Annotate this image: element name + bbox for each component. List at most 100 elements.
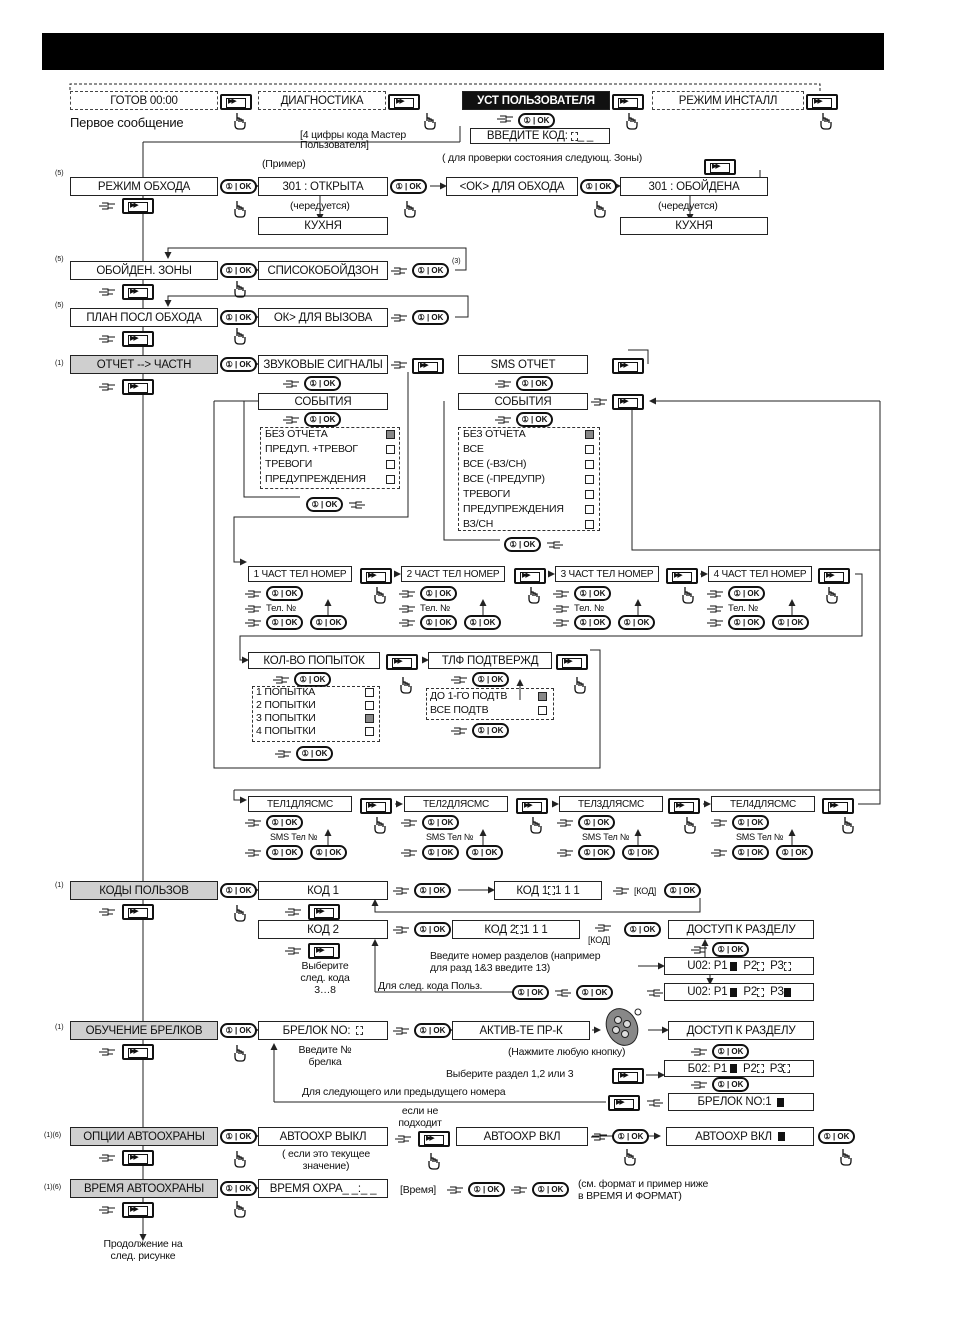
forward-key[interactable]	[666, 568, 698, 584]
ok-key[interactable]: ① | OK	[420, 615, 457, 630]
forward-key[interactable]	[122, 198, 154, 214]
ok-key[interactable]: ① | OK	[512, 985, 549, 1000]
forward-key[interactable]	[122, 379, 154, 395]
ok-key[interactable]: ① | OK	[220, 357, 257, 372]
forward-key[interactable]	[608, 1095, 640, 1111]
forward-key[interactable]	[122, 1044, 154, 1060]
ok-key[interactable]: ① | OK	[728, 586, 765, 601]
ok-key[interactable]: ① | OK	[578, 845, 615, 860]
ok-key[interactable]: ① | OK	[624, 922, 661, 937]
forward-key[interactable]	[122, 904, 154, 920]
arm-time-field[interactable]: ВРЕМЯ ОХРА_ _:_ _	[258, 1179, 388, 1198]
option-selected[interactable]	[365, 714, 374, 723]
ok-key[interactable]: ① | OK	[728, 615, 765, 630]
ok-key[interactable]: ① | OK	[220, 179, 257, 194]
forward-key[interactable]	[612, 94, 644, 110]
ok-key[interactable]: ① | OK	[220, 263, 257, 278]
ok-key[interactable]: ① | OK	[516, 412, 553, 427]
forward-key[interactable]	[360, 568, 392, 584]
forward-key[interactable]	[822, 798, 854, 814]
forward-key[interactable]	[122, 284, 154, 300]
ok-key[interactable]: ① | OK	[732, 845, 769, 860]
forward-key[interactable]	[360, 798, 392, 814]
ok-key[interactable]: ① | OK	[622, 845, 659, 860]
ok-key[interactable]: ① | OK	[618, 615, 655, 630]
forward-key[interactable]	[556, 654, 588, 670]
ok-key[interactable]: ① | OK	[776, 845, 813, 860]
ok-key[interactable]: ① | OK	[516, 376, 553, 391]
forward-key[interactable]	[704, 159, 736, 175]
ok-key[interactable]: ① | OK	[414, 922, 451, 937]
ok-key[interactable]: ① | OK	[412, 263, 449, 278]
option-box[interactable]	[585, 460, 594, 469]
ok-key[interactable]: ① | OK	[580, 179, 617, 194]
ok-key[interactable]: ① | OK	[412, 310, 449, 325]
forward-key[interactable]	[122, 1202, 154, 1218]
ok-key[interactable]: ① | OK	[504, 537, 541, 552]
option-box[interactable]	[585, 490, 594, 499]
ok-key[interactable]: ① | OK	[574, 615, 611, 630]
forward-key[interactable]	[516, 798, 548, 814]
option-box[interactable]	[538, 706, 547, 715]
ok-key[interactable]: ① | OK	[296, 746, 333, 761]
forward-key[interactable]	[514, 568, 546, 584]
ok-key[interactable]: ① | OK	[306, 497, 343, 512]
forward-key[interactable]	[668, 798, 700, 814]
ok-key[interactable]: ① | OK	[576, 985, 613, 1000]
option-box[interactable]	[386, 445, 395, 454]
ok-key[interactable]: ① | OK	[414, 883, 451, 898]
ok-key[interactable]: ① | OK	[612, 1129, 649, 1144]
ok-key[interactable]: ① | OK	[310, 615, 347, 630]
ok-key[interactable]: ① | OK	[464, 615, 501, 630]
ok-key[interactable]: ① | OK	[578, 815, 615, 830]
ok-key[interactable]: ① | OK	[414, 1023, 451, 1038]
forward-key[interactable]	[122, 331, 154, 347]
option-selected[interactable]	[538, 692, 547, 701]
ok-key[interactable]: ① | OK	[772, 615, 809, 630]
ok-key[interactable]: ① | OK	[664, 883, 701, 898]
option-box[interactable]	[585, 505, 594, 514]
ok-key[interactable]: ① | OK	[266, 845, 303, 860]
option-box[interactable]	[365, 701, 374, 710]
option-box[interactable]	[365, 727, 374, 736]
forward-key[interactable]	[612, 358, 644, 374]
forward-key[interactable]	[122, 1150, 154, 1166]
option-box[interactable]	[585, 445, 594, 454]
ok-key[interactable]: ① | OK	[390, 179, 427, 194]
ok-key[interactable]: ① | OK	[266, 815, 303, 830]
option-box[interactable]	[585, 475, 594, 484]
forward-key[interactable]	[386, 654, 418, 670]
ok-key[interactable]: ① | OK	[304, 376, 341, 391]
ok-key[interactable]: ① | OK	[220, 310, 257, 325]
forward-key[interactable]	[612, 394, 644, 410]
option-selected[interactable]	[386, 430, 395, 439]
ok-key[interactable]: ① | OK	[532, 1182, 569, 1197]
ok-key[interactable]: ① | OK	[266, 586, 303, 601]
ok-key[interactable]: ① | OK	[574, 586, 611, 601]
ok-key[interactable]: ① | OK	[220, 1129, 257, 1144]
ok-key[interactable]: ① | OK	[712, 942, 749, 957]
ok-key[interactable]: ① | OK	[420, 586, 457, 601]
ok-key[interactable]: ① | OK	[220, 883, 257, 898]
ok-key[interactable]: ① | OK	[712, 1077, 749, 1092]
ok-key[interactable]: ① | OK	[468, 1182, 505, 1197]
ok-key[interactable]: ① | OK	[732, 815, 769, 830]
ok-key[interactable]: ① | OK	[310, 845, 347, 860]
forward-key[interactable]	[612, 1068, 644, 1084]
forward-key[interactable]	[412, 358, 444, 374]
forward-key[interactable]	[220, 94, 252, 110]
ok-key[interactable]: ① | OK	[422, 815, 459, 830]
ok-key[interactable]: ① | OK	[220, 1181, 257, 1196]
option-box[interactable]	[365, 688, 374, 697]
ok-key[interactable]: ① | OK	[266, 615, 303, 630]
forward-key[interactable]	[308, 943, 340, 959]
ok-key[interactable]: ① | OK	[712, 1044, 749, 1059]
ok-key[interactable]: ① | OK	[472, 723, 509, 738]
ok-key[interactable]: ① | OK	[220, 1023, 257, 1038]
ok-key[interactable]: ① | OK	[304, 412, 341, 427]
ok-key[interactable]: ① | OK	[422, 845, 459, 860]
ok-key[interactable]: ① | OK	[466, 845, 503, 860]
ok-key[interactable]: ① | OK	[518, 113, 555, 128]
option-box[interactable]	[386, 460, 395, 469]
option-box[interactable]	[585, 520, 594, 529]
